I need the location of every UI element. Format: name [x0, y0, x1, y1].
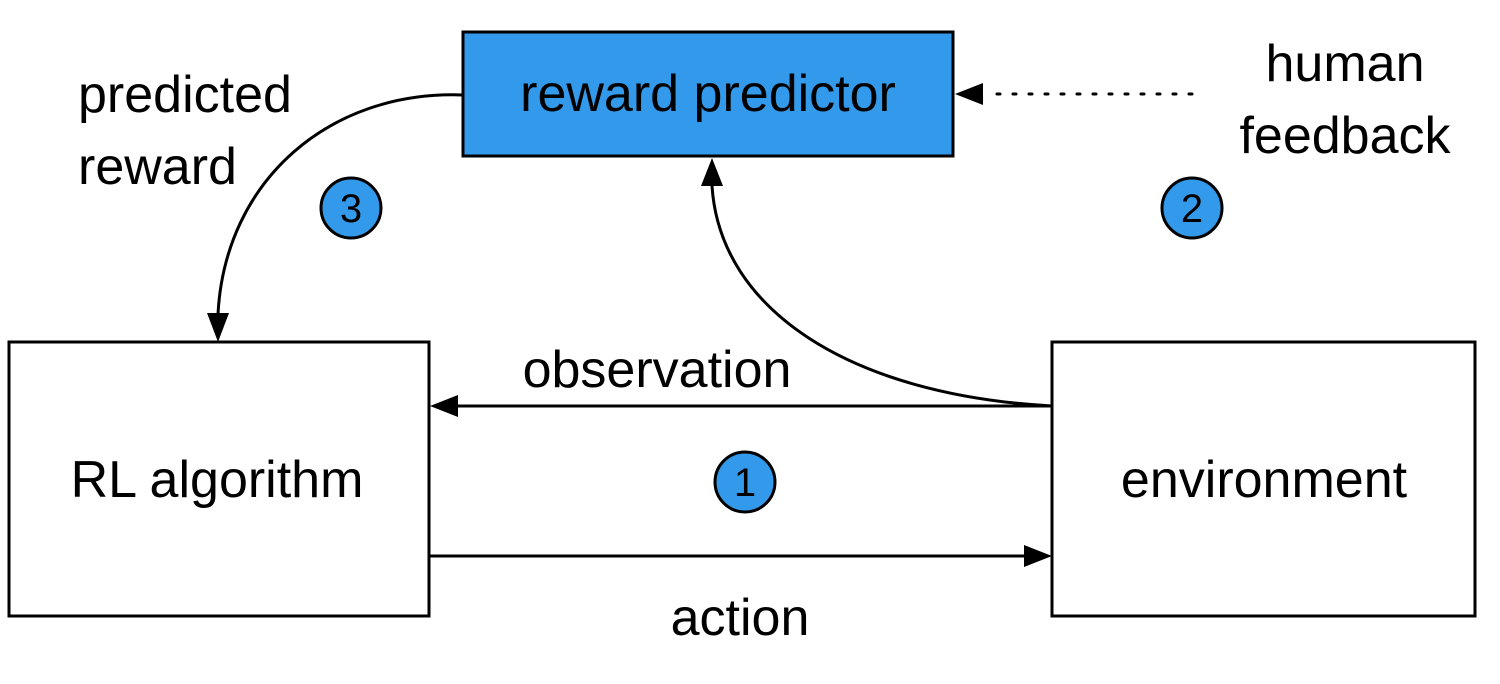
reward-predictor-node: reward predictor	[461, 30, 955, 158]
predicted-reward-label-line1: predicted	[78, 66, 292, 124]
step-badge-3-number: 3	[340, 187, 362, 231]
observation-edge: observation	[430, 341, 1052, 417]
rl-algorithm-label: RL algorithm	[71, 451, 364, 509]
human-feedback-edge: human feedback	[955, 35, 1452, 165]
human-feedback-arrowhead	[955, 83, 983, 105]
step-badge-2: 2	[1160, 176, 1224, 240]
rl-algorithm-node: RL algorithm	[7, 340, 431, 618]
environment-box	[1050, 340, 1477, 618]
reward-predictor-box	[461, 30, 955, 158]
predicted-reward-label-line2: reward	[78, 138, 237, 196]
observation-arrowhead	[430, 395, 458, 417]
step-badge-1: 1	[713, 450, 777, 514]
environment-to-reward-curve	[710, 185, 1053, 408]
environment-label: environment	[1121, 451, 1408, 509]
action-edge: action	[429, 545, 1052, 647]
environment-to-reward-edge	[701, 158, 1053, 408]
step-badge-1-number: 1	[734, 461, 756, 505]
human-feedback-label-line1: human	[1266, 35, 1425, 93]
step-badge-2-number: 2	[1181, 187, 1203, 231]
observation-label: observation	[523, 341, 792, 399]
predicted-reward-edge: predicted reward	[78, 66, 464, 342]
step-badge-3: 3	[319, 176, 383, 240]
step-badge-1-circle	[713, 450, 777, 514]
predicted-reward-curve	[216, 93, 464, 315]
reward-predictor-label: reward predictor	[520, 65, 896, 123]
human-feedback-label-line2: feedback	[1239, 107, 1451, 165]
step-badge-3-circle	[319, 176, 383, 240]
predicted-reward-arrowhead	[207, 313, 229, 342]
environment-node: environment	[1050, 340, 1477, 618]
step-badge-2-circle	[1160, 176, 1224, 240]
rl-algorithm-box	[7, 340, 431, 618]
environment-to-reward-arrowhead	[701, 158, 723, 186]
action-arrowhead	[1024, 545, 1052, 567]
action-label: action	[671, 589, 810, 647]
